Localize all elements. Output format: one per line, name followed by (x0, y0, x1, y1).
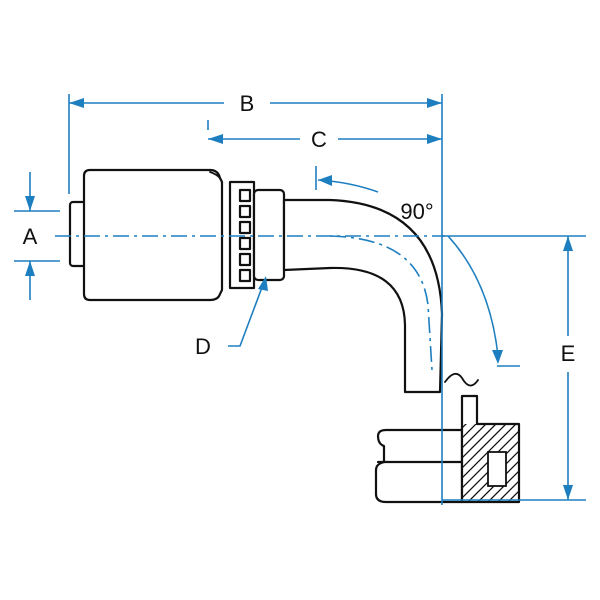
dimension-a-label: A (23, 224, 38, 249)
sectioned-flange (460, 394, 521, 504)
hex-nut-flats (238, 188, 252, 283)
ferrule (82, 168, 224, 302)
ferrule-edge-line (209, 171, 223, 185)
dimension-b-label: B (240, 91, 255, 116)
angle-label: 90° (400, 199, 433, 224)
centerline-elbow (329, 235, 433, 371)
break-line (444, 372, 479, 387)
dimension-d-label: D (195, 334, 211, 359)
elbow-tube (282, 198, 444, 394)
dimension-e-label: E (561, 341, 576, 366)
nut-ring (252, 188, 286, 282)
dimension-a: A (23, 172, 38, 300)
dimension-annotations: B C A E D (14, 91, 586, 505)
hose-fitting (68, 168, 521, 504)
dimension-c-label: C (311, 127, 327, 152)
o-ring-groove (487, 451, 507, 487)
flange-head (374, 428, 464, 504)
dimension-e: E (561, 236, 576, 500)
dimension-d: D (195, 276, 268, 359)
angle-dimension: 90° (317, 175, 503, 364)
dimension-b: B (69, 91, 442, 116)
dimension-c: C (208, 127, 442, 152)
